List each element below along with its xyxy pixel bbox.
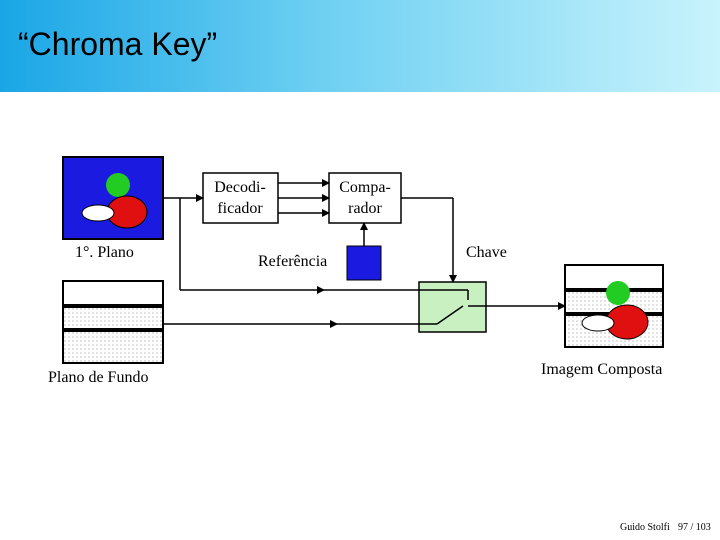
switch-box (418, 281, 487, 333)
reference-label: Referência (258, 253, 327, 270)
comparator-label-line1: Compa- (339, 179, 391, 196)
composite-image (564, 264, 664, 348)
foreground-label: 1°. Plano (75, 244, 134, 261)
decoder-label-line1: Decodi- (214, 179, 266, 196)
background-image (62, 280, 164, 364)
footer-author: Guido Stolfi (620, 522, 670, 533)
comparator-box: Compa- rador (328, 172, 402, 224)
key-label: Chave (466, 244, 507, 261)
footer-page-number: 97 / 103 (678, 522, 711, 533)
slide-title: “Chroma Key” (18, 26, 218, 62)
composite-white-ellipse-icon (581, 314, 615, 332)
reference-color-swatch (346, 245, 382, 281)
switch-lever-icon (436, 305, 464, 325)
decoder-to-comparator-lines (278, 179, 330, 217)
blue-background (62, 156, 164, 240)
slide-header (0, 0, 720, 92)
composite-green-ball-icon (606, 281, 630, 305)
foreground-to-decoder-line (163, 194, 325, 294)
comparator-to-switch-line (401, 197, 457, 283)
green-ball-icon (106, 173, 130, 197)
decoder-box: Decodi- ficador (202, 172, 279, 224)
composite-label: Imagem Composta (541, 361, 662, 378)
background-label: Plano de Fundo (48, 369, 148, 386)
comparator-label-line2: rador (348, 200, 382, 217)
foreground-image (62, 156, 164, 240)
white-ellipse-icon (81, 204, 115, 222)
decoder-label-line2: ficador (217, 200, 263, 217)
